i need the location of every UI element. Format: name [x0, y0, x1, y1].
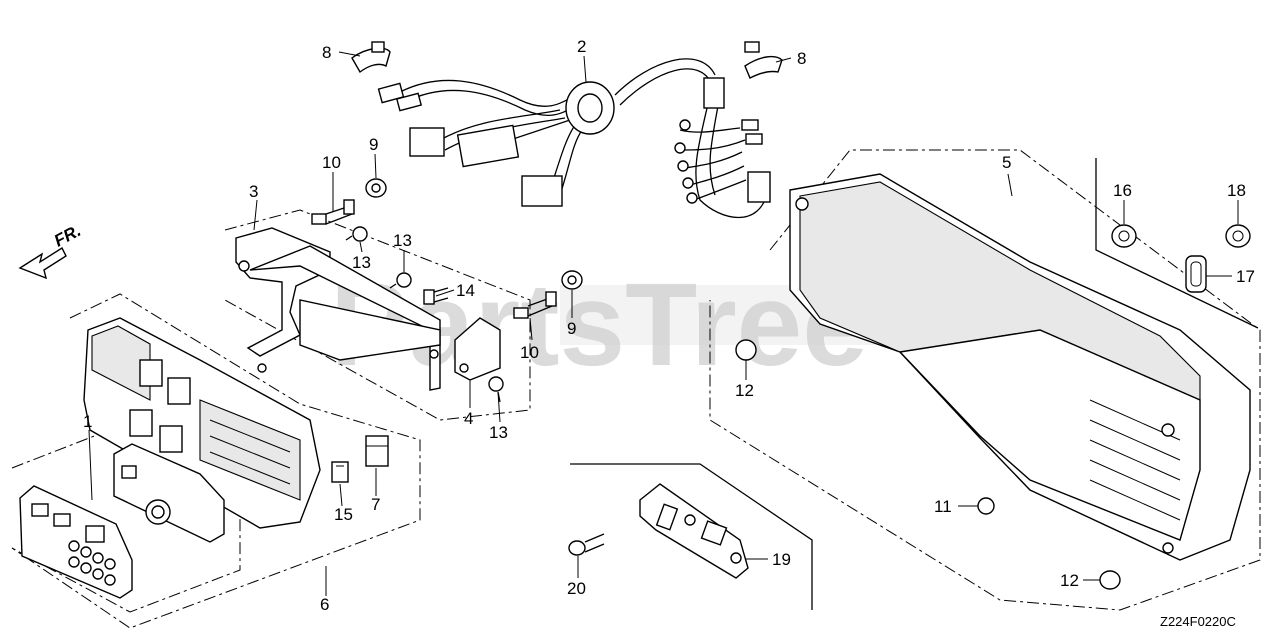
bolt-13-a: [345, 226, 368, 242]
callout-20: 20: [567, 579, 586, 598]
harness-clip-right: [744, 41, 783, 79]
connector-terminal: [395, 92, 423, 112]
bolt-10-lower: [513, 291, 557, 319]
callout-16: 16: [1113, 181, 1132, 200]
connector-15: [331, 461, 349, 483]
callout-3: 3: [249, 182, 258, 201]
connector-terminal: [377, 82, 405, 104]
wire-harness: [377, 58, 771, 218]
callout-18: 18: [1227, 181, 1246, 200]
callout-13: 13: [352, 253, 371, 272]
cover-cap-7: [365, 435, 389, 467]
group-box-left: [11, 293, 421, 629]
bolt-10-upper: [311, 199, 355, 225]
grommet-18: [1225, 224, 1251, 248]
connector-2pin: [409, 127, 445, 157]
callout-13: 13: [489, 423, 508, 442]
control-box: [83, 317, 321, 529]
front-arrow-icon: [18, 246, 67, 280]
collar-9-upper: [365, 178, 387, 198]
leader-lines: [88, 51, 1239, 596]
control-panel: [19, 443, 225, 599]
callout-7: 7: [371, 495, 380, 514]
callout-8: 8: [797, 49, 806, 68]
callout-8: 8: [322, 43, 331, 62]
front-label: FR.: [51, 221, 84, 251]
callout-12: 12: [735, 381, 754, 400]
mounting-bracket: [235, 227, 501, 391]
callout-14: 14: [456, 281, 475, 300]
group-box-cover: [709, 149, 1261, 611]
callout-15: 15: [334, 505, 353, 524]
callout-19: 19: [772, 550, 791, 569]
callout-17: 17: [1236, 267, 1255, 286]
callout-10: 10: [322, 153, 341, 172]
callout-9: 9: [369, 135, 378, 154]
callout-6: 6: [320, 595, 329, 614]
callout-9: 9: [567, 319, 576, 338]
callout-4: 4: [464, 409, 473, 428]
harness-clip-left: [351, 41, 391, 74]
harness-sleeve: [703, 77, 725, 109]
connector-multipin: [456, 124, 520, 168]
seal-17: [1185, 255, 1207, 293]
callout-12: 12: [1060, 571, 1079, 590]
bolt-13-b: [389, 272, 412, 289]
bolt-13-c: [488, 376, 504, 403]
grommet-16: [1111, 224, 1137, 248]
callout-2: 2: [577, 37, 586, 56]
connector-box: [521, 175, 563, 207]
callouts: 8 8 2 9 10 3 13 13 14 9 10 4 13 12 5 16 …: [83, 37, 1255, 614]
group-line-small-panel: [570, 463, 813, 610]
collar-12-lower: [1099, 570, 1121, 590]
connector-small: [747, 171, 771, 203]
callout-11: 11: [934, 497, 952, 516]
screw-14: [423, 287, 449, 305]
callout-10: 10: [520, 343, 539, 362]
generator-cover: [789, 173, 1251, 561]
group-line-gaskets: [1095, 158, 1259, 329]
collar-9-lower: [561, 270, 583, 290]
callout-5: 5: [1002, 153, 1011, 172]
screw-20: [568, 533, 605, 556]
diagram-code: Z224F0220C: [1160, 614, 1236, 629]
front-arrow: FR.: [18, 221, 84, 280]
small-panel-19: [639, 483, 749, 579]
callout-13: 13: [393, 231, 412, 250]
collar-12-upper: [735, 339, 757, 361]
callout-1: 1: [83, 412, 92, 431]
nut-11: [977, 497, 995, 515]
group-box-bracket: [224, 209, 531, 421]
